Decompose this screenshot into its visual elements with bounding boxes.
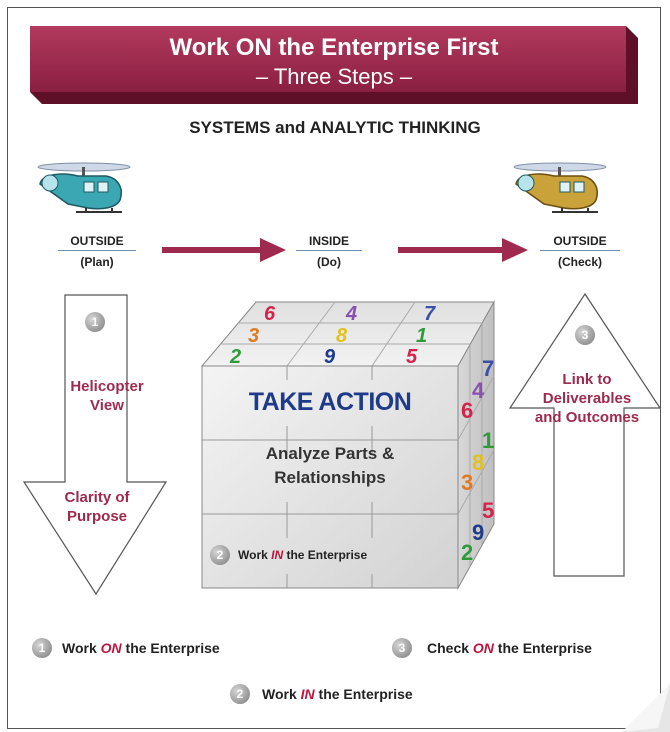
work-in-post: the Enterprise (283, 548, 368, 562)
cube-digit: 5 (406, 346, 418, 368)
legend-post: the Enterprise (121, 640, 220, 656)
legend-em: ON (100, 640, 122, 656)
legend-badge-1: 1 (32, 638, 52, 658)
step-label-top: OUTSIDE (540, 234, 620, 251)
down-arrow-icon (22, 294, 168, 596)
legend-pre: Work (62, 640, 101, 656)
banner-title: Work ON the Enterprise First (169, 34, 499, 61)
legend-em: ON (472, 640, 494, 656)
cube-digit: 6 (264, 303, 276, 325)
cube-digit: 7 (424, 303, 436, 325)
helicopter-icon (513, 162, 607, 213)
legend-pre: Check (427, 640, 473, 656)
work-in-enterprise-label: Work IN the Enterprise (238, 548, 367, 562)
arrow-do-to-check-icon (398, 238, 528, 262)
cube-digit: 6 (461, 398, 473, 423)
title-banner (30, 26, 638, 104)
step-number-badge: 1 (85, 312, 105, 332)
legend-post: the Enterprise (314, 686, 413, 702)
up-arrow-icon (508, 292, 662, 577)
legend-badge-2: 2 (230, 684, 250, 704)
legend-item-1: Work ON the Enterprise (62, 640, 220, 656)
step-label-bottom: (Do) (317, 255, 341, 269)
cube-digit: 1 (416, 325, 427, 347)
legend-item-2: Work IN the Enterprise (262, 686, 413, 702)
step-number-badge: 2 (210, 545, 230, 565)
step-label-bottom: (Plan) (80, 255, 114, 269)
cube-digit: 3 (248, 325, 259, 347)
helicopter-view-text: Helicopter View (70, 378, 144, 414)
analyze-parts-text: Analyze Parts & Relationships (265, 444, 395, 487)
work-in-pre: Work (238, 548, 272, 562)
cube-digit: 3 (461, 470, 473, 495)
section-title: SYSTEMS and ANALYTIC THINKING (189, 118, 481, 137)
step-label-top: INSIDE (296, 234, 362, 251)
work-in-em: IN (271, 548, 284, 562)
take-action-text: TAKE ACTION (248, 388, 412, 416)
cube-digit: 5 (482, 498, 494, 523)
step-label-check: OUTSIDE (Check) (540, 234, 620, 269)
cube-digit: 9 (472, 520, 484, 545)
clarity-of-purpose-text: Clarity of Purpose (64, 489, 130, 525)
cube-digit: 2 (229, 346, 241, 368)
legend-em: IN (300, 686, 315, 702)
arrow-plan-to-do-icon (162, 238, 286, 262)
cube-digit: 8 (336, 325, 348, 347)
cube-digit: 8 (472, 450, 484, 475)
link-to-deliverables-text: Link to Deliverables and Outcomes (534, 371, 640, 426)
rubiks-cube-illustration: 6 4 7 3 8 1 2 9 5 6 4 7 3 8 1 2 9 5 (200, 300, 495, 590)
legend-post: the Enterprise (493, 640, 592, 656)
cube-digit: 7 (482, 356, 494, 381)
legend-badge-3: 3 (392, 638, 412, 658)
step-label-plan: OUTSIDE (Plan) (58, 234, 136, 269)
banner-subtitle: – Three Steps – (255, 64, 413, 89)
step-label-bottom: (Check) (557, 255, 602, 269)
step-number-badge: 3 (575, 325, 595, 345)
page-curl-decoration (622, 684, 670, 732)
cube-digit: 1 (482, 428, 494, 453)
cube-digit: 9 (324, 346, 336, 368)
legend-item-3: Check ON the Enterprise (427, 640, 592, 656)
step-label-top: OUTSIDE (58, 234, 136, 251)
cube-digit: 2 (461, 540, 473, 565)
legend-pre: Work (262, 686, 301, 702)
cube-digit: 4 (472, 378, 485, 403)
cube-digit: 4 (345, 303, 357, 325)
step-label-do: INSIDE (Do) (296, 234, 362, 269)
helicopter-icon (37, 162, 131, 213)
